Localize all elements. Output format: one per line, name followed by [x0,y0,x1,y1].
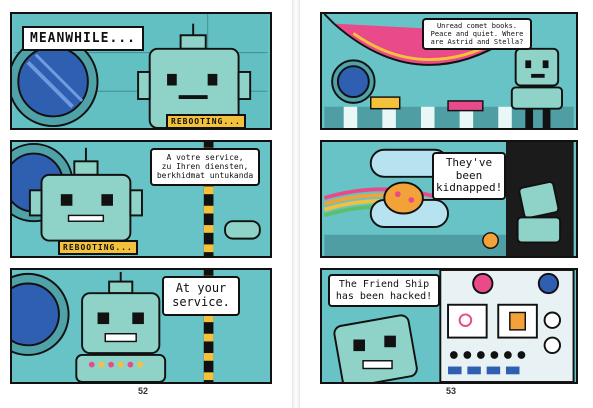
porthole-icon [331,59,376,104]
page-number-left: 52 [138,386,149,396]
status-plate-rebooting: REBOOTING... [58,240,138,255]
robot-head-icon [75,271,167,382]
book-gutter [292,0,300,408]
comic-books-icon [370,96,484,112]
left-panel-1: MEANWHILE... REBOOTING... [10,12,272,130]
porthole-icon [12,272,70,356]
speech-bubble-kidnapped: They've been kidnapped! [432,152,506,200]
speech-bubble-hacked: The Friend Ship has been hacked! [328,274,440,307]
small-creature-icon [482,232,499,249]
control-console-icon [439,270,575,382]
creature-icon [383,181,424,215]
robot-head-icon [516,180,562,244]
left-panel-2: A votre service, zu Ihren diensten, berk… [10,140,272,258]
status-plate-rebooting: REBOOTING... [166,114,246,128]
page-number-right: 53 [446,386,457,396]
robot-head-icon [137,23,252,128]
speech-bubble-at-your-service: At your service. [162,276,240,316]
right-panel-3: The Friend Ship has been hacked! [320,268,578,384]
right-panel-1: Unread comet books. Peace and quiet. Whe… [320,12,578,130]
robot-head-icon [28,147,143,242]
right-panel-2-art [323,142,574,256]
left-page: MEANWHILE... REBOOTING... [0,0,292,408]
left-panel-2-art [12,142,268,256]
left-panel-3: At your service. [10,268,272,384]
robot-head-icon [333,314,418,382]
caption-meanwhile: MEANWHILE... [22,26,144,51]
speech-bubble-comet-books: Unread comet books. Peace and quiet. Whe… [422,18,532,51]
robot-head-icon [510,47,563,128]
right-panel-2: They've been kidnapped! [320,140,578,258]
right-page: Unread comet books. Peace and quiet. Whe… [300,0,593,408]
speech-bubble-greeting: A votre service, zu Ihren diensten, berk… [150,148,260,186]
